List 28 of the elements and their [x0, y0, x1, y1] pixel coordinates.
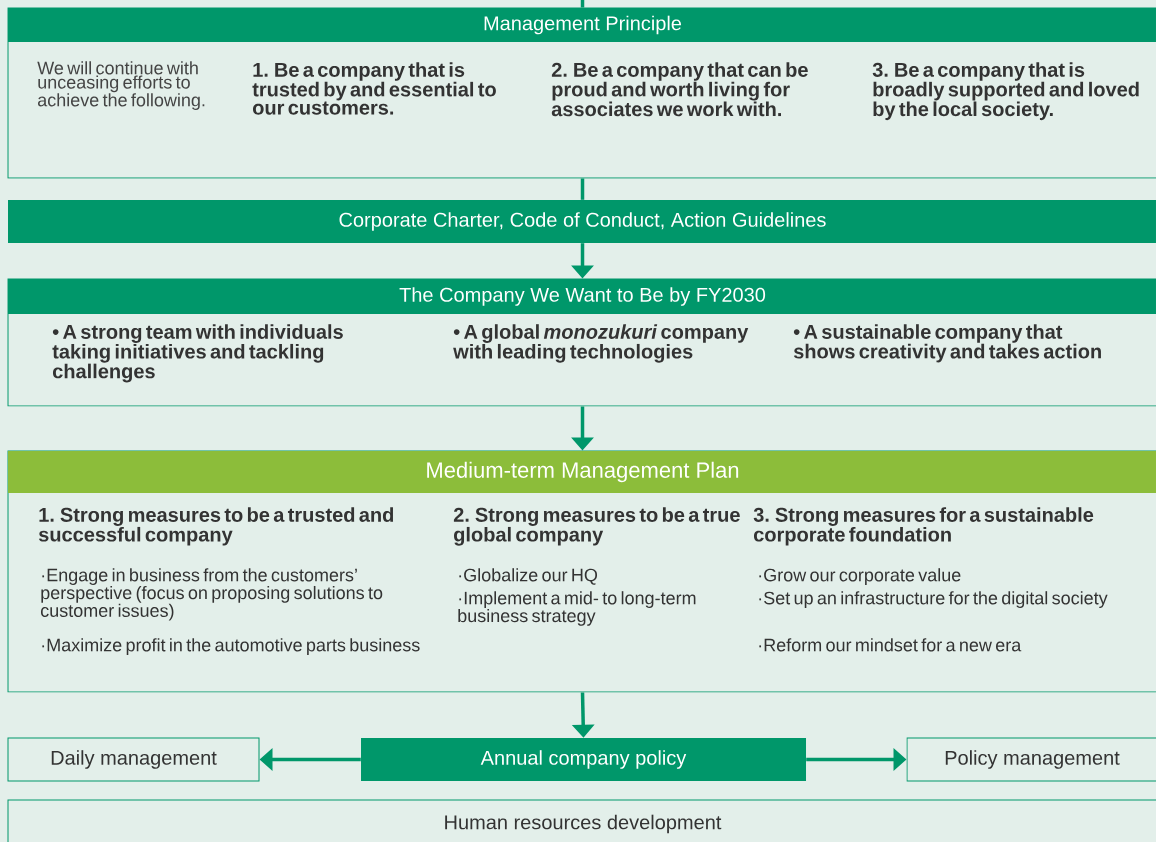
- goal-item: • A sustainable company that shows creativity and takes action: [793, 324, 1101, 363]
- principle-item: 2. Be a company that can be proud and worth living for associates we work with.: [551, 62, 808, 117]
- bullet-item: ·Implement a mid- to long-term business strategy: [458, 591, 696, 626]
- bullet-item: ·Engage in business from the customers’ perspective (focus on proposing solutions to customer issues): [41, 568, 383, 621]
- measure-heading: 2. Strong measures to be a true global company: [453, 507, 740, 546]
- label-box: Daily management: [7, 737, 260, 782]
- measure-heading: 3. Strong measures for a sustainable corporate foundation: [753, 507, 1094, 546]
- connector-line: [580, 0, 585, 8]
- principle-panel: [7, 7, 1156, 179]
- label-box: Policy management: [906, 737, 1156, 782]
- bullet-item: ·Reform our mindset for a new era: [759, 638, 1022, 652]
- bullet-item: ·Globalize our HQ: [459, 568, 598, 585]
- header-band: Management Principle: [8, 8, 1156, 42]
- intro-text: We will continue with unceasing efforts to achieve the following.: [37, 61, 205, 110]
- bullet-item: ·Maximize profit in the automotive parts business: [42, 638, 420, 655]
- vision-panel: [7, 278, 1156, 407]
- label-box: Human resources development: [7, 799, 1156, 842]
- goal-item: • A global monozukuri company with leading technologies: [453, 324, 749, 363]
- header-band: Medium-term Management Plan: [8, 451, 1156, 493]
- measure-heading: 1. Strong measures to be a trusted and successful company: [38, 507, 394, 546]
- principle-item: 3. Be a company that is broadly supported and loved by the local society.: [872, 62, 1139, 121]
- principle-item: 1. Be a company that is trusted by and essential to our customers.: [252, 62, 496, 115]
- plan-panel: [7, 450, 1156, 693]
- bullet-item: ·Grow our corporate value: [759, 568, 961, 585]
- bullet-item: ·Set up an infrastructure for the digital society: [759, 591, 1108, 608]
- title-band: Corporate Charter, Code of Conduct, Action Guidelines: [8, 200, 1156, 243]
- goal-item: • A strong team with individuals taking initiatives and tackling challenges: [52, 324, 343, 383]
- connector-line: [580, 178, 585, 200]
